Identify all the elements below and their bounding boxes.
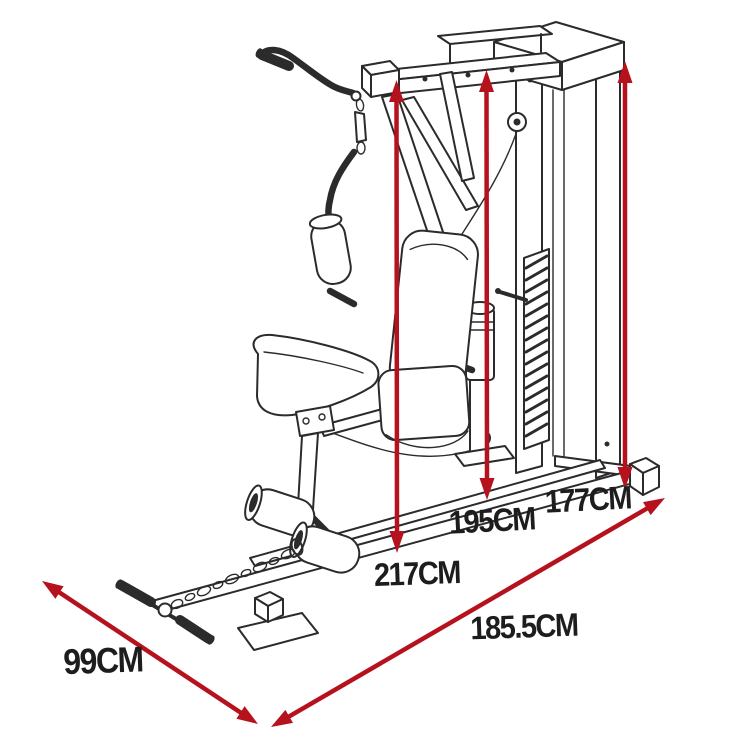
- foam-roller: [244, 484, 316, 537]
- chain: [184, 548, 296, 602]
- lat-bar: [255, 46, 367, 155]
- arrow-length-185-5: [271, 498, 665, 727]
- arrow-width-99: [42, 581, 258, 724]
- row-bar-grip: [175, 615, 214, 644]
- press-arm: [308, 148, 358, 308]
- arrow-tower-height-177: [617, 61, 633, 489]
- dimension-label-tower-height: 177CM: [544, 480, 632, 521]
- dimension-label-frame-height: 195CM: [448, 501, 536, 542]
- arrow-frame-height-195: [479, 70, 495, 500]
- dimension-label-width: 99CM: [62, 638, 144, 682]
- dimension-label-total-height: 217CM: [373, 555, 461, 594]
- press-arm-roller: [308, 213, 352, 285]
- front-block: [254, 591, 284, 623]
- row-bar: [115, 579, 215, 645]
- leg-developer: [244, 405, 361, 574]
- dimension-label-length: 185.5CM: [469, 607, 579, 648]
- tower-foot-block: [629, 457, 660, 496]
- weight-stack: [523, 248, 550, 450]
- foot-plate: [237, 612, 319, 651]
- turnbuckle: [354, 111, 367, 143]
- press-arm-handle: [326, 287, 358, 308]
- front-pad: [252, 333, 380, 417]
- frame-corner: [361, 60, 400, 98]
- carabiner: [290, 538, 304, 556]
- weight-selector-pin: [498, 290, 528, 302]
- arrow-total-height-217: [389, 80, 405, 553]
- lat-bar-grip: [257, 50, 294, 71]
- seat-pad: [377, 364, 471, 449]
- row-bar-grip: [116, 580, 156, 607]
